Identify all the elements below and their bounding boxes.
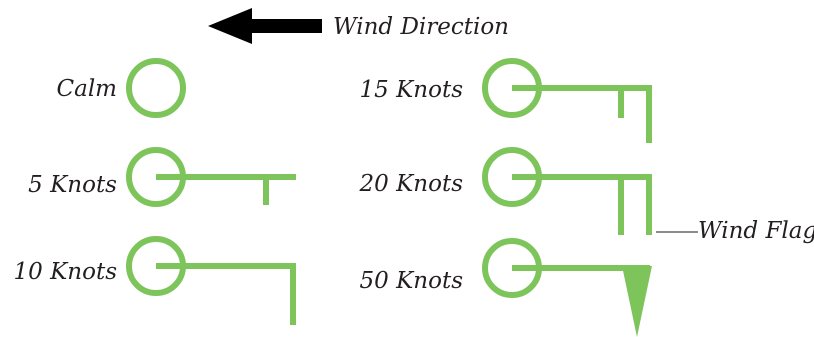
station-circle bbox=[126, 58, 186, 118]
symbol-calm bbox=[126, 58, 186, 118]
symbol-50-knots bbox=[482, 238, 652, 337]
wind-flag-label: Wind Flag bbox=[698, 218, 814, 244]
symbol-15-knots bbox=[482, 58, 652, 143]
symbol-20-knots bbox=[482, 147, 652, 235]
label-20-knots: 20 Knots bbox=[359, 171, 463, 197]
wind-direction-arrow bbox=[208, 8, 322, 44]
label-15-knots: 15 Knots bbox=[359, 77, 463, 103]
arrow-head bbox=[208, 8, 252, 44]
label-50-knots: 50 Knots bbox=[359, 268, 463, 294]
label-10-knots: 10 Knots bbox=[13, 259, 117, 285]
wind-direction-label: Wind Direction bbox=[333, 14, 509, 40]
wind-pennant bbox=[622, 266, 652, 337]
label-calm: Calm bbox=[56, 76, 117, 102]
arrow-shaft bbox=[250, 19, 322, 33]
label-5-knots: 5 Knots bbox=[28, 172, 117, 198]
symbol-5-knots bbox=[126, 147, 296, 207]
symbol-10-knots bbox=[126, 236, 296, 325]
